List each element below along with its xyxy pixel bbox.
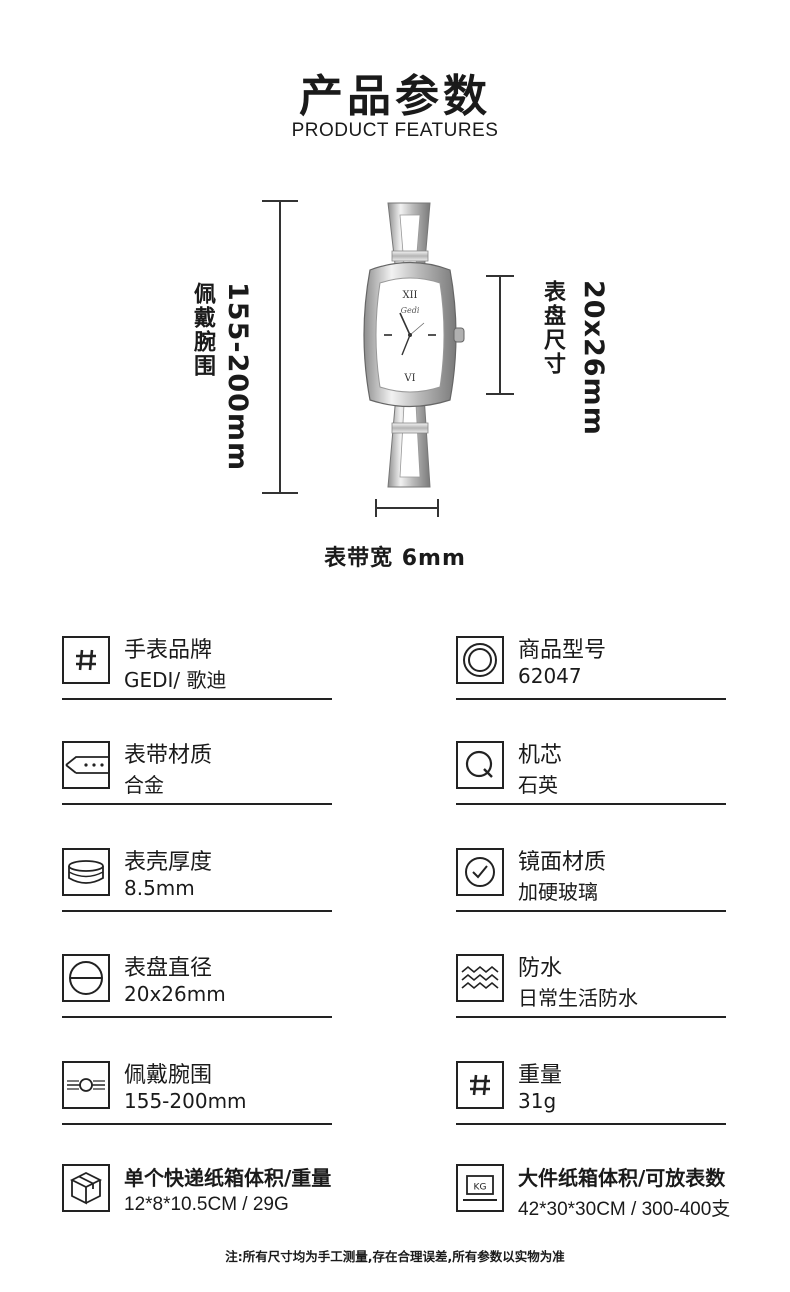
spec-label: 防水 [518,956,563,981]
spec-value: 20x26mm [124,982,226,1006]
wrist-dimension-cap-bottom [262,492,298,494]
wrist-label: 佩戴腕围 [190,282,215,378]
spec-value: 8.5mm [124,876,195,900]
dial-dimension-cap-bottom [486,393,514,395]
watch-illustration: XII VI Gedi [363,202,465,488]
spec-item: 手表品牌 GEDI/ 歌迪 [62,630,332,700]
spec-value: 合金 [124,773,164,797]
band-dimension-cap-right [437,499,439,517]
waves-icon [456,954,504,1002]
spec-value: 加硬玻璃 [518,880,598,904]
wrist-icon [62,1061,110,1109]
check-circle-icon [456,848,504,896]
scale-icon: KG [456,1164,504,1212]
wrist-dimension-line [279,200,281,494]
spec-value: 12*8*10.5CM / 29G [124,1194,289,1215]
hash-icon [62,636,110,684]
spec-label: 表带材质 [124,743,213,768]
dial-dimension-cap-top [486,275,514,277]
spec-value: 155-200mm [124,1089,247,1113]
band-dimension-cap-left [375,499,377,517]
scale-icon-label: KG [474,1183,487,1193]
spec-label: 商品型号 [518,638,607,663]
page-title: 产品参数 [299,71,491,122]
spec-label: 机芯 [518,743,563,768]
spec-item: 表带材质合金 [62,735,332,805]
spec-item: 镜面材质加硬玻璃 [456,842,726,912]
spec-item: 单个快递纸箱体积/重量 12*8*10.5CM / 29G [62,1160,352,1220]
spec-label: 佩戴腕围 [124,1063,213,1088]
wrist-dimension-cap-top [262,200,298,202]
spec-value: 日常生活防水 [518,986,638,1010]
dial-size-label: 表盘尺寸 [540,280,565,376]
spec-value: 62047 [518,664,582,688]
spec-value: 31g [518,1089,557,1113]
band-dimension-line [375,507,439,509]
case-thickness-icon [62,848,110,896]
spec-label: 手表品牌 [124,638,213,663]
band-width-label: 表带宽 6mm [324,546,466,571]
page-subtitle: PRODUCT FEATURES [291,120,499,141]
spec-item: KG 大件纸箱体积/可放表数 42*30*30CM / 300-400支 [456,1160,756,1220]
wrist-value: 155-200mm [222,282,253,472]
dial-brand: Gedi [401,306,420,315]
spec-label: 表盘直径 [124,956,213,981]
spec-label: 重量 [518,1063,563,1088]
hash-icon [456,1061,504,1109]
spec-value: 石英 [518,773,558,797]
quartz-icon [456,741,504,789]
spec-value: 42*30*30CM / 300-400支 [518,1199,731,1220]
spec-label: 单个快递纸箱体积/重量 [124,1166,332,1190]
spec-value: GEDI/ 歌迪 [124,668,227,692]
strap-icon [62,741,110,789]
spec-item: 防水日常生活防水 [456,948,726,1018]
ring-icon [456,636,504,684]
watch-crown [453,327,465,343]
svg-text:XII: XII [402,290,417,301]
spec-item: 机芯石英 [456,735,726,805]
dial-size-value: 20x26mm [578,280,609,436]
spec-label: 大件纸箱体积/可放表数 [518,1166,726,1190]
svg-text:VI: VI [403,373,415,384]
box-icon [62,1164,110,1212]
spec-label: 表壳厚度 [124,850,213,875]
dial-icon [62,954,110,1002]
spec-label: 镜面材质 [518,850,607,875]
footer-note: 注:所有尺寸均为手工测量,存在合理误差,所有参数以实物为准 [225,1249,565,1264]
dial-dimension-line [499,275,501,395]
